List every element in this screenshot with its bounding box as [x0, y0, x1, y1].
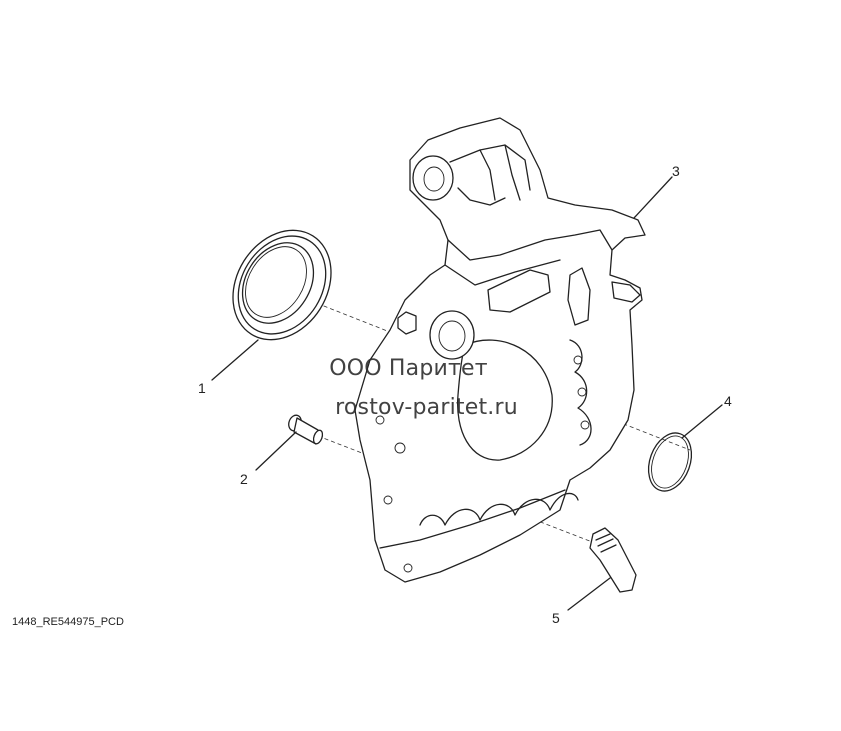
o-ring [647, 432, 693, 492]
callout-2: 2 [240, 471, 248, 487]
seal-ring [232, 229, 332, 341]
callout-5: 5 [552, 610, 560, 626]
callout-4: 4 [724, 393, 732, 409]
plug [589, 527, 637, 593]
callout-labels: 1 2 3 4 5 [198, 163, 732, 626]
drawing-id-label: 1448_RE544975_PCD [12, 616, 124, 628]
dowel-pin [288, 414, 324, 445]
housing-plate [354, 117, 646, 583]
callout-3: 3 [672, 163, 680, 179]
callout-1: 1 [198, 380, 206, 396]
leader-lines [211, 176, 723, 611]
